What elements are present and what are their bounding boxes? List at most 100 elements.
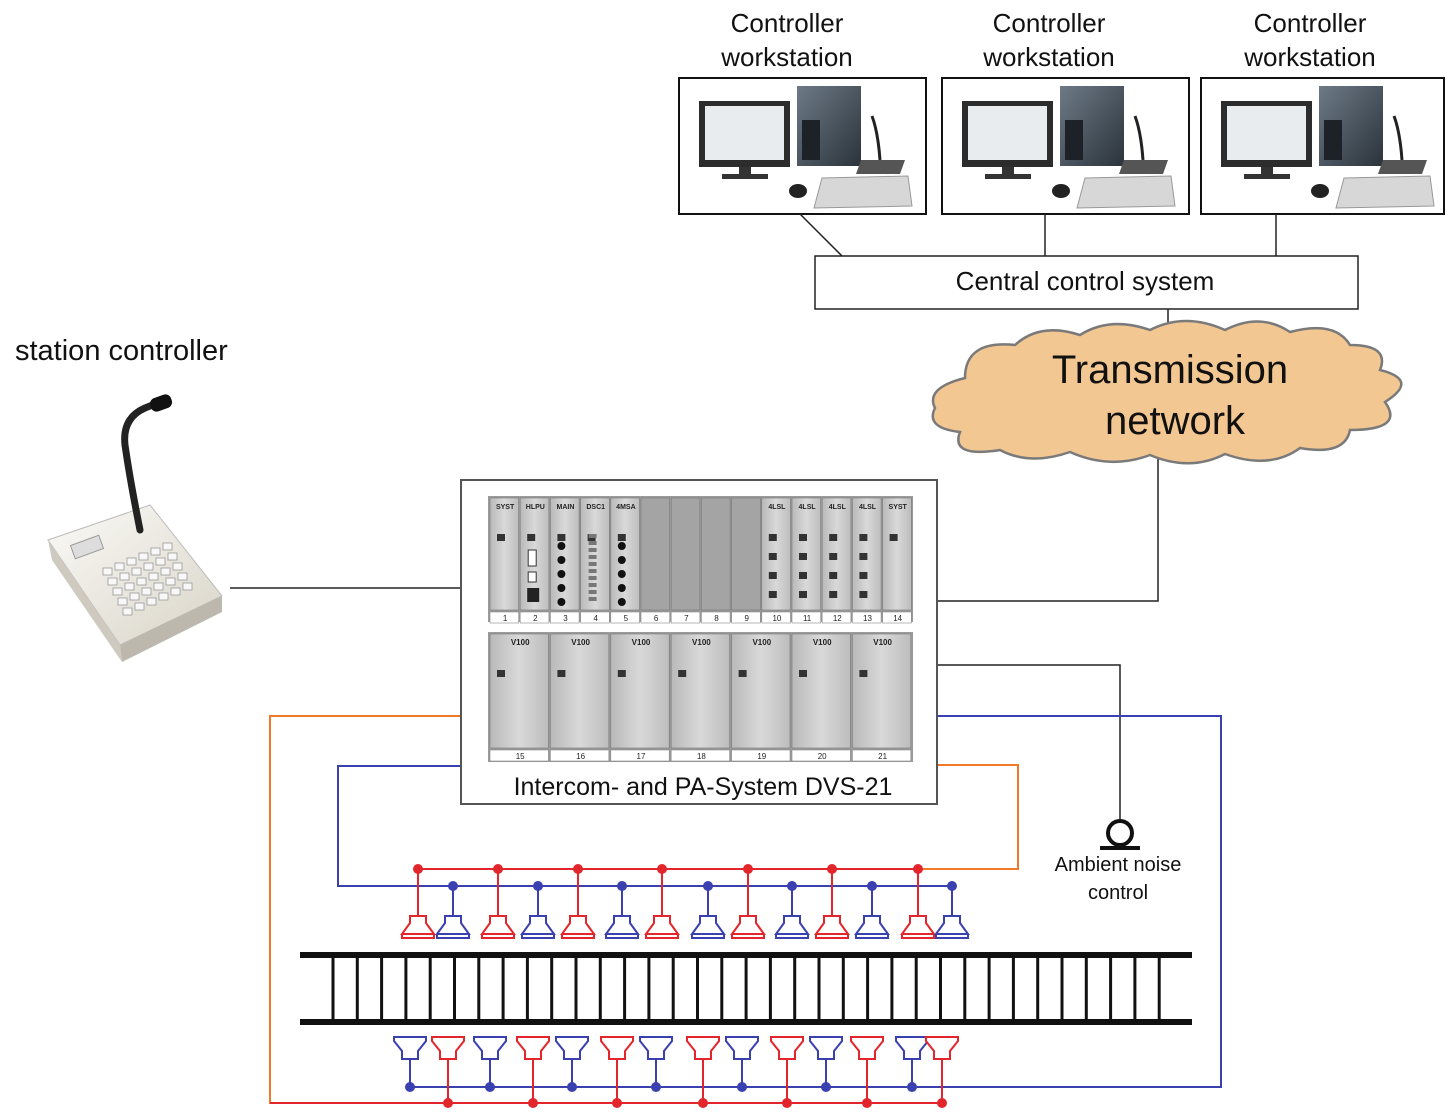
speaker-icon	[895, 1036, 929, 1060]
workstation-1: Controller workstation	[678, 8, 927, 215]
rack-card-pin	[588, 590, 597, 594]
junction-dot	[617, 881, 627, 891]
rack-slot-number-box	[610, 611, 640, 624]
rack-card-label: V100	[632, 638, 651, 647]
junction-dot	[485, 1082, 495, 1092]
rack-slot-number-box	[550, 611, 580, 624]
rack-card-label: DSC1	[586, 504, 605, 511]
speaker-icon	[770, 1036, 804, 1060]
rack-slot-number-box	[731, 611, 761, 624]
rack-slot-number: 18	[697, 752, 706, 761]
rack-card-led	[799, 534, 807, 541]
rack-card	[731, 497, 761, 611]
junction-dot	[448, 881, 458, 891]
rack-card-port	[527, 571, 537, 583]
rack-card-label: SYST	[496, 504, 515, 511]
junction-dot	[867, 881, 877, 891]
speaker-icon	[400, 915, 436, 939]
rack-slot-number-box	[489, 611, 520, 624]
rack-slot-number-box	[761, 611, 791, 624]
rack-slot-number: 11	[803, 614, 812, 623]
rack-card-led	[738, 670, 747, 677]
rack-card-port	[527, 588, 540, 602]
rack-card-led	[799, 670, 807, 677]
speaker-bus-blue	[338, 885, 953, 918]
rack-card	[550, 633, 610, 749]
speaker-icon	[686, 1036, 720, 1060]
speaker-icon	[774, 915, 810, 939]
rack-slot-number: 12	[833, 614, 842, 623]
junction-dot	[737, 1082, 747, 1092]
rack-card-connector	[557, 542, 566, 550]
rack-card	[670, 497, 701, 611]
junction-dot	[698, 1098, 708, 1108]
speaker-icon	[435, 915, 471, 939]
rack-card-pin	[588, 555, 597, 559]
rack-slot-number: 10	[772, 614, 781, 623]
rack-card-led	[617, 670, 626, 677]
rack-card-label: MAIN	[557, 504, 575, 511]
workstation-2: Controller workstation	[941, 8, 1190, 215]
rack-card	[701, 497, 731, 611]
speaker-icon	[644, 915, 680, 939]
speaker-bus-blue	[409, 1060, 912, 1088]
rack-card	[852, 633, 912, 749]
rack-slot-number-box	[731, 749, 791, 762]
workstation-3-computer-icon	[1221, 86, 1435, 209]
rack-card-label: V100	[571, 638, 590, 647]
railway-track	[300, 952, 1192, 1025]
central-control-label: Central control system	[956, 266, 1215, 296]
speaker-array-top	[338, 864, 970, 939]
rack-card-pin	[588, 583, 597, 587]
rack-card-pin	[588, 576, 597, 580]
speaker-icon	[814, 915, 850, 939]
rack-card-led	[859, 572, 868, 579]
rack-slot-number-box	[519, 611, 550, 624]
rack-slot-number-box	[852, 611, 882, 624]
rack-card-pin	[588, 597, 597, 601]
rack-slot-number-box	[882, 611, 912, 624]
rack-card-led	[557, 534, 566, 541]
dvs-bottom-cards: V10015V10016V10017V10018V10019V10020V100…	[489, 633, 912, 762]
rack-slot-number: 21	[878, 752, 887, 761]
junction-dot	[862, 1098, 872, 1108]
rack-card-led	[799, 553, 807, 560]
junction-dot	[907, 1082, 917, 1092]
speaker-icon	[925, 1036, 959, 1060]
transmission-label-2: network	[1105, 399, 1246, 443]
rack-card-pin	[588, 541, 597, 545]
junction-dot	[612, 1098, 622, 1108]
rack-slot-number: 2	[533, 614, 538, 623]
junction-dot	[405, 1082, 415, 1092]
rack-slot-number-box	[550, 749, 610, 762]
rack-card	[731, 633, 791, 749]
rack-slot-number: 15	[516, 752, 525, 761]
rack-card-led	[859, 670, 868, 677]
rack-card-led	[799, 572, 807, 579]
rack-card-pin	[588, 534, 597, 538]
speaker-icon	[520, 915, 556, 939]
rack-slot-number: 3	[563, 614, 568, 623]
network-lines	[230, 213, 1277, 822]
rack-slot-number: 4	[593, 614, 598, 623]
junction-dot	[528, 1098, 538, 1108]
rack-slot-number: 20	[818, 752, 827, 761]
rack-card-port	[527, 549, 537, 567]
junction-dot	[533, 881, 543, 891]
workstation-1-title: Controller	[731, 8, 844, 38]
rack-slot-number: 13	[863, 614, 872, 623]
speaker-icon	[393, 1036, 427, 1060]
rack-card-led	[829, 591, 838, 598]
rack-card-connector	[557, 556, 566, 564]
transmission-label-1: Transmission	[1052, 348, 1288, 392]
station-controller-label: station controller	[15, 335, 228, 367]
rack-slot-number: 9	[744, 614, 749, 623]
rack-slot-number: 6	[654, 614, 659, 623]
speaker-array-bottom	[270, 1036, 959, 1108]
rack-card-led	[617, 534, 626, 541]
rack-card	[550, 497, 580, 611]
rack-card-led	[889, 534, 898, 541]
rack-card-led	[799, 591, 807, 598]
rack-slot-number-box	[791, 749, 851, 762]
